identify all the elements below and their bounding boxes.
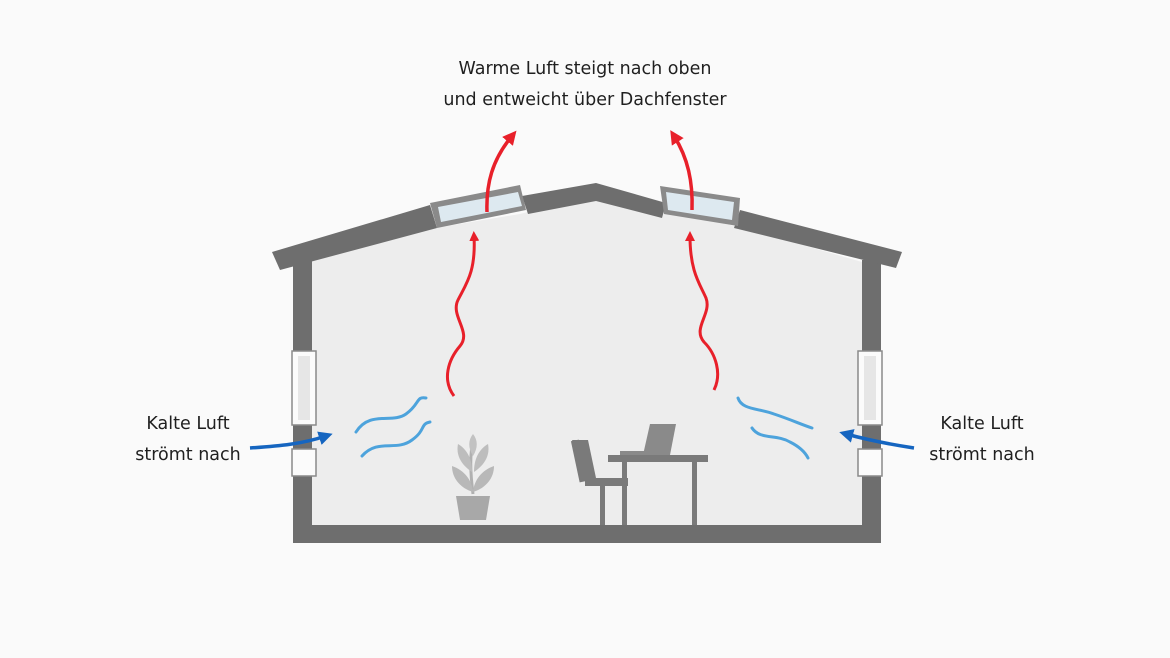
warm-air-arrow-out-right <box>670 130 694 211</box>
warm-air-label-line2: und entweicht über Dachfenster <box>443 90 727 110</box>
window-right <box>857 350 883 477</box>
house-interior <box>312 195 862 527</box>
warm-air-arrow-out-left <box>485 130 517 213</box>
cold-air-inflow-arrow-left <box>249 431 333 450</box>
desk-icon <box>608 455 708 525</box>
cold-air-label-left: Kalte Luft strömt nach <box>118 409 258 471</box>
window-left <box>291 350 317 477</box>
chair-icon <box>570 439 628 525</box>
skylight-right <box>660 186 740 226</box>
roof-center <box>522 183 666 218</box>
cold-air-inflow-arrow-right <box>839 429 915 450</box>
cold-air-label-left-line1: Kalte Luft <box>146 414 230 434</box>
roof-left <box>272 205 437 270</box>
warm-air-arrow-inside-left <box>445 231 480 397</box>
laptop-icon <box>620 424 676 455</box>
warm-air-arrow-inside-right <box>685 231 720 391</box>
roof-right <box>734 210 902 268</box>
floor <box>293 525 881 543</box>
warm-air-label-line1: Warme Luft steigt nach oben <box>458 59 712 79</box>
cold-air-label-left-line2: strömt nach <box>135 445 241 465</box>
cold-air-waves-right <box>736 396 814 460</box>
cold-air-label-right: Kalte Luft strömt nach <box>912 409 1052 471</box>
cold-air-waves-left <box>354 396 432 458</box>
cold-air-label-right-line2: strömt nach <box>929 445 1035 465</box>
cold-air-label-right-line1: Kalte Luft <box>940 414 1024 434</box>
skylight-left <box>430 185 526 228</box>
plant-icon <box>452 434 494 520</box>
warm-air-label: Warme Luft steigt nach oben und entweich… <box>435 54 735 116</box>
